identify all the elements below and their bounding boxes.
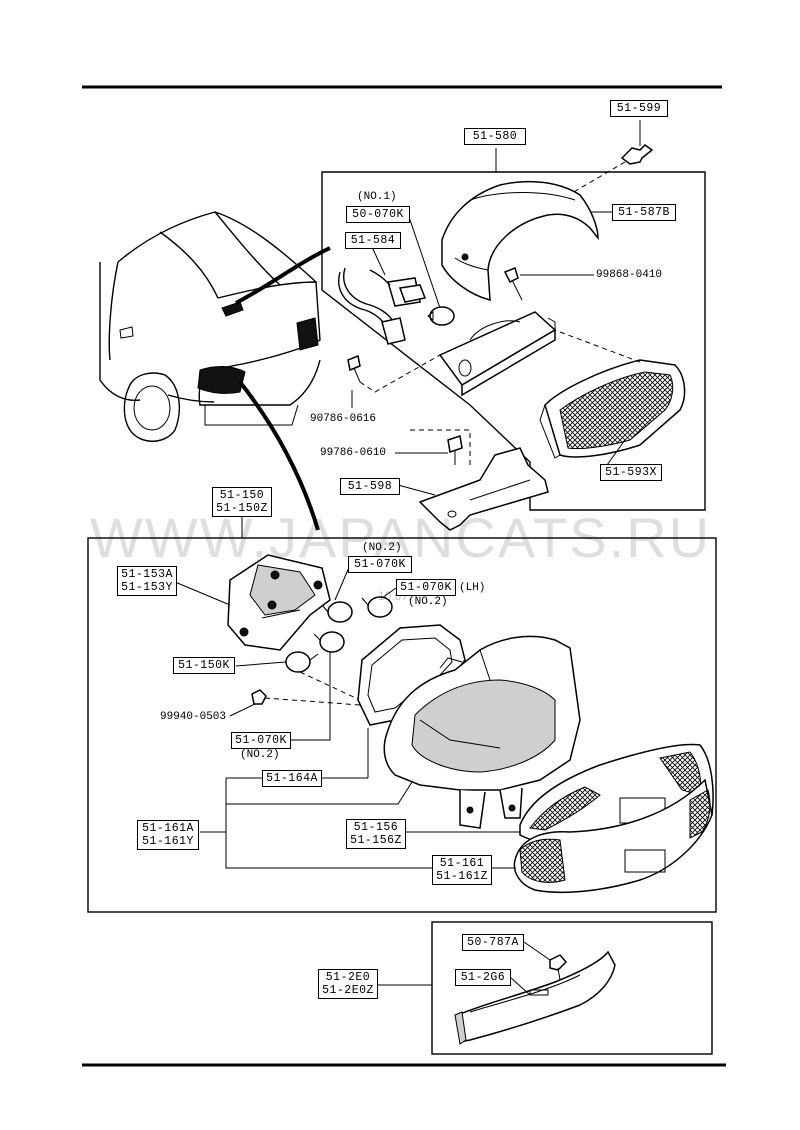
nut-99940 — [251, 689, 267, 705]
note-bulb-lh: (NO.2) — [408, 596, 448, 608]
part-label-clip[interactable]: 51-599 — [610, 100, 668, 117]
part-label-bulb-tail[interactable]: 51-150K — [173, 657, 235, 674]
part-number-screw-lamp[interactable]: 90786-0616 — [310, 413, 377, 425]
bulb-lower — [313, 631, 345, 653]
clip-50-787A — [549, 954, 568, 981]
rear-lamp-frame — [87, 537, 717, 913]
garnish-frame — [431, 921, 713, 1055]
note-no1: (NO.1) — [357, 191, 397, 203]
leader-car-to-high-mount — [235, 246, 331, 305]
part-label-cover[interactable]: 51-587B — [612, 204, 676, 221]
note-bulb-lower: (NO.2) — [240, 749, 280, 761]
high-mount-cover — [441, 180, 599, 301]
part-label-bracket[interactable]: 51-598 — [340, 478, 400, 495]
part-label-garnish[interactable]: 51-2G6 — [455, 969, 511, 986]
part-label-bulb-no1[interactable]: 50-070K — [346, 206, 410, 223]
lamp-body — [383, 635, 581, 829]
wire-harness — [338, 267, 427, 345]
part-label-bulb-lower[interactable]: 51-070K — [231, 732, 291, 749]
clip-part — [620, 120, 654, 165]
part-label-clip-garnish[interactable]: 50-787A — [462, 934, 524, 951]
tag-lh: (LH) — [459, 582, 486, 594]
high-mount-housing — [438, 311, 557, 397]
part-label-harness[interactable]: 51-584 — [345, 232, 401, 249]
lamp-socket — [227, 554, 331, 651]
part-label-bulb-lh[interactable]: 51-070K — [396, 579, 456, 596]
part-label-bulb-top[interactable]: 51-070K — [348, 556, 412, 573]
part-number-nut[interactable]: 99940-0503 — [160, 711, 227, 723]
outer-lens — [513, 778, 713, 894]
note-bulb-top: (NO.2) — [362, 542, 402, 554]
part-label-lens-high[interactable]: 51-593X — [600, 464, 662, 481]
part-number-screw-bracket[interactable]: 99786-0610 — [320, 447, 387, 459]
bulb-no1 — [427, 306, 455, 326]
leader-car-to-rear-lamp — [238, 380, 320, 531]
garnish-strip — [454, 950, 616, 1045]
screw-99786 — [447, 435, 463, 465]
bulb-top — [321, 601, 353, 623]
screw-90786 — [347, 354, 361, 383]
screw-99868 — [503, 266, 523, 301]
part-label-gasket[interactable]: 51-164A — [262, 770, 322, 787]
bracket-51-598 — [418, 447, 549, 531]
bulb-tail — [285, 651, 319, 673]
part-number-screw-cover[interactable]: 99868-0410 — [596, 269, 663, 281]
bulb-lh — [361, 596, 393, 618]
assembly-label-high-mount[interactable]: 51-580 — [464, 128, 526, 145]
high-mount-lens — [539, 359, 686, 459]
car-rear-illustration — [99, 211, 321, 442]
